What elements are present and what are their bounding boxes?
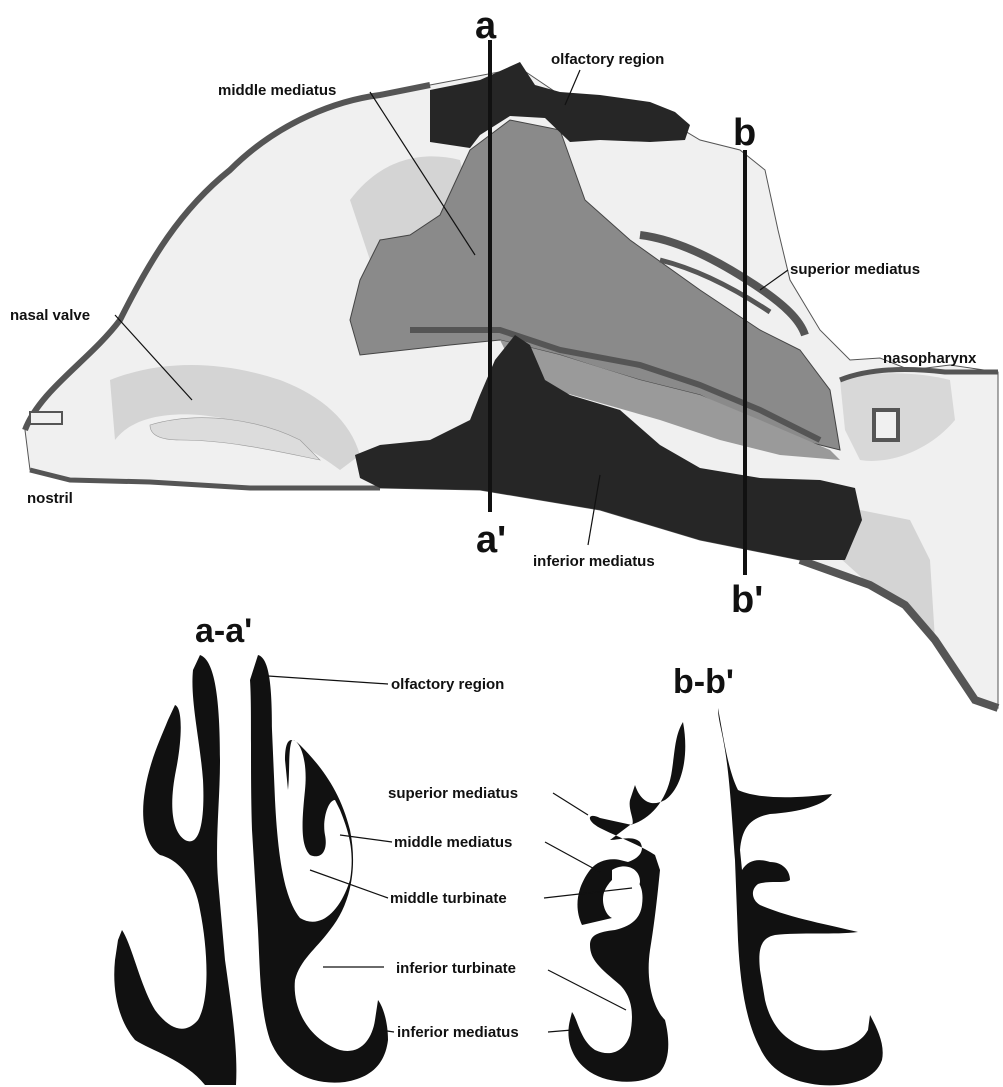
label-superior-mediatus-top: superior mediatus: [790, 261, 920, 278]
nasopharynx-opening: [874, 410, 898, 440]
leader-superior-mediatus-bb: [553, 793, 588, 815]
label-inferior-mediatus-aa: inferior mediatus: [397, 1024, 519, 1041]
section-b-top-label: b: [733, 112, 756, 154]
section-a-top-label: a: [475, 5, 497, 47]
section-aa-shape: [114, 655, 388, 1085]
leader-middle-mediatus-aa: [340, 835, 392, 842]
label-middle-mediatus-top: middle mediatus: [218, 82, 336, 99]
label-nostril: nostril: [27, 490, 73, 507]
section-b-bottom-label: b': [731, 579, 763, 621]
label-middle-turbinate-aa: middle turbinate: [390, 890, 507, 907]
aa-left-cavity: [114, 655, 236, 1085]
leader-inferior-mediatus-bb: [548, 1030, 572, 1032]
leader-middle-mediatus-bb: [545, 842, 600, 872]
section-bb-title: b-b': [673, 663, 734, 701]
section-a-bottom-label: a': [476, 519, 506, 561]
sagittal-view: [25, 62, 998, 708]
label-nasal-valve: nasal valve: [10, 307, 90, 324]
bb-left-cavity: [568, 722, 685, 1082]
section-aa-title: a-a': [195, 612, 252, 650]
bb-right-cavity: [718, 708, 883, 1085]
label-olfactory-region-top: olfactory region: [551, 51, 664, 68]
label-inferior-turbinate-aa: inferior turbinate: [396, 960, 516, 977]
bb-middle-turbinate: [612, 866, 640, 898]
label-nasopharynx: nasopharynx: [883, 350, 977, 367]
leader-middle-turbinate-aa: [310, 870, 388, 898]
label-middle-mediatus-aa: middle mediatus: [394, 834, 512, 851]
nostril-opening: [30, 412, 62, 424]
aa-middle-turbinate: [313, 865, 334, 882]
label-inferior-mediatus-top: inferior mediatus: [533, 553, 655, 570]
leader-olfactory-region-aa: [268, 676, 388, 684]
label-superior-mediatus-bb: superior mediatus: [388, 785, 518, 802]
label-olfactory-region-aa: olfactory region: [391, 676, 504, 693]
